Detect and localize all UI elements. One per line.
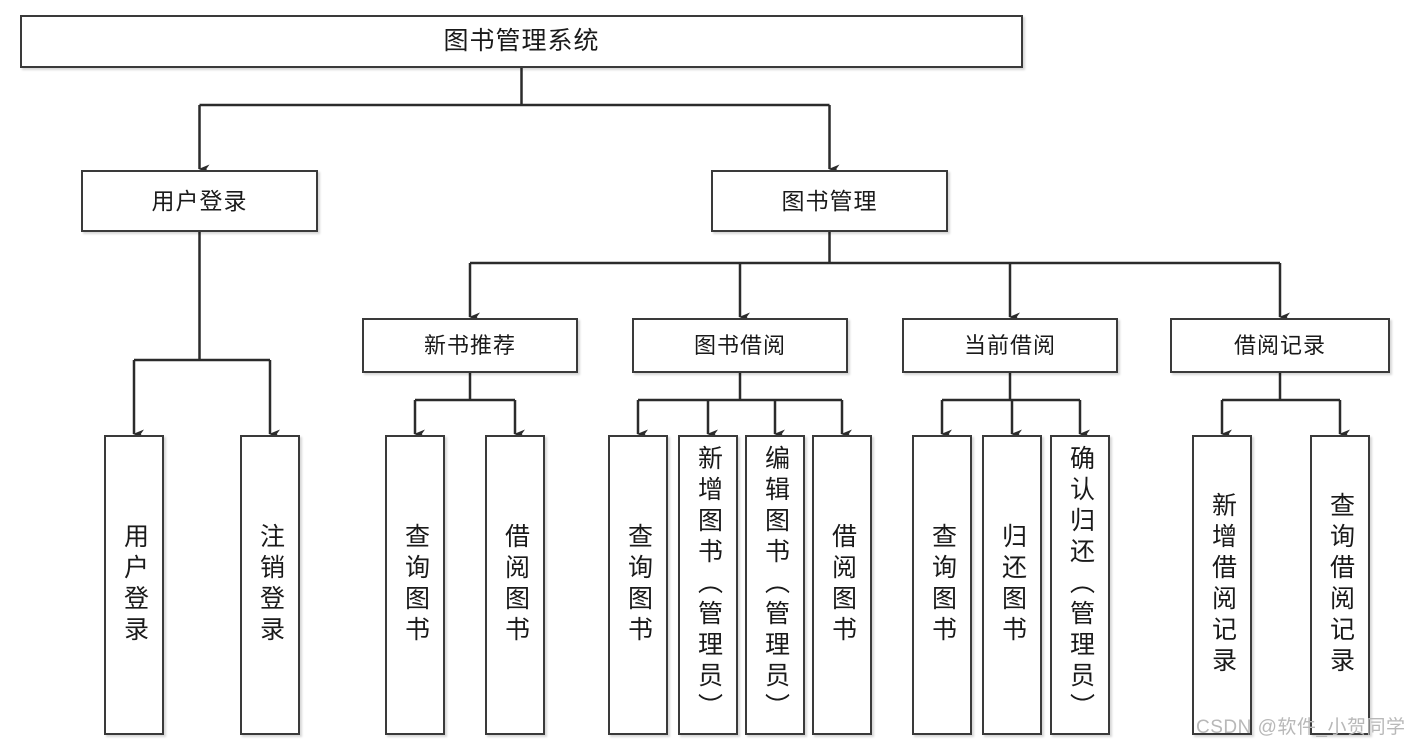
- node-borrow_record[interactable]: 借阅记录: [1170, 318, 1390, 373]
- watermark-text: CSDN @软件_小贺同学: [1196, 717, 1405, 738]
- node-leaf_user_logout-label: 注销登录: [256, 523, 285, 647]
- node-leaf_rec_add-label: 新增借阅记录: [1208, 492, 1237, 678]
- node-leaf_rec_query[interactable]: 查询图书: [385, 435, 445, 735]
- node-new_book_rec-label: 新书推荐: [423, 332, 516, 358]
- node-leaf_borrow_query-label: 查询图书: [624, 523, 653, 647]
- node-leaf_user_login-label: 用户登录: [120, 523, 149, 647]
- node-current_borrow[interactable]: 当前借阅: [902, 318, 1118, 373]
- node-book_borrow[interactable]: 图书借阅: [632, 318, 848, 373]
- node-current_borrow-label: 当前借阅: [963, 332, 1056, 358]
- node-user_login[interactable]: 用户登录: [81, 170, 318, 232]
- node-leaf_cur_confirm[interactable]: 确认归还（管理员）: [1050, 435, 1110, 735]
- node-root-system[interactable]: 图书管理系统: [20, 15, 1023, 68]
- node-leaf_borrow_edit-label: 编辑图书（管理员）: [761, 445, 790, 724]
- node-user_login-label: 用户登录: [151, 187, 248, 214]
- node-leaf_borrow_query[interactable]: 查询图书: [608, 435, 668, 735]
- node-leaf_borrow_do-label: 借阅图书: [828, 523, 857, 647]
- node-leaf_rec_search[interactable]: 查询借阅记录: [1310, 435, 1370, 735]
- node-book_borrow-label: 图书借阅: [693, 332, 786, 358]
- node-leaf_cur_query-label: 查询图书: [928, 523, 957, 647]
- node-book_mgmt[interactable]: 图书管理: [711, 170, 948, 232]
- node-leaf_borrow_edit[interactable]: 编辑图书（管理员）: [745, 435, 805, 735]
- node-leaf_borrow_add-label: 新增图书（管理员）: [694, 445, 723, 724]
- node-leaf_rec_borrow-label: 借阅图书: [501, 523, 530, 647]
- node-leaf_user_logout[interactable]: 注销登录: [240, 435, 300, 735]
- node-root-system-label: 图书管理系统: [443, 26, 600, 55]
- node-leaf_rec_add[interactable]: 新增借阅记录: [1192, 435, 1252, 735]
- node-leaf_user_login[interactable]: 用户登录: [104, 435, 164, 735]
- node-leaf_cur_query[interactable]: 查询图书: [912, 435, 972, 735]
- node-leaf_borrow_add[interactable]: 新增图书（管理员）: [678, 435, 738, 735]
- node-leaf_borrow_do[interactable]: 借阅图书: [812, 435, 872, 735]
- node-leaf_rec_borrow[interactable]: 借阅图书: [485, 435, 545, 735]
- node-leaf_cur_return-label: 归还图书: [998, 523, 1027, 647]
- node-borrow_record-label: 借阅记录: [1233, 332, 1326, 358]
- node-leaf_rec_query-label: 查询图书: [401, 523, 430, 647]
- node-book_mgmt-label: 图书管理: [781, 187, 878, 214]
- node-new_book_rec[interactable]: 新书推荐: [362, 318, 578, 373]
- node-leaf_cur_confirm-label: 确认归还（管理员）: [1066, 445, 1095, 724]
- node-leaf_cur_return[interactable]: 归还图书: [982, 435, 1042, 735]
- node-leaf_rec_search-label: 查询借阅记录: [1326, 492, 1355, 678]
